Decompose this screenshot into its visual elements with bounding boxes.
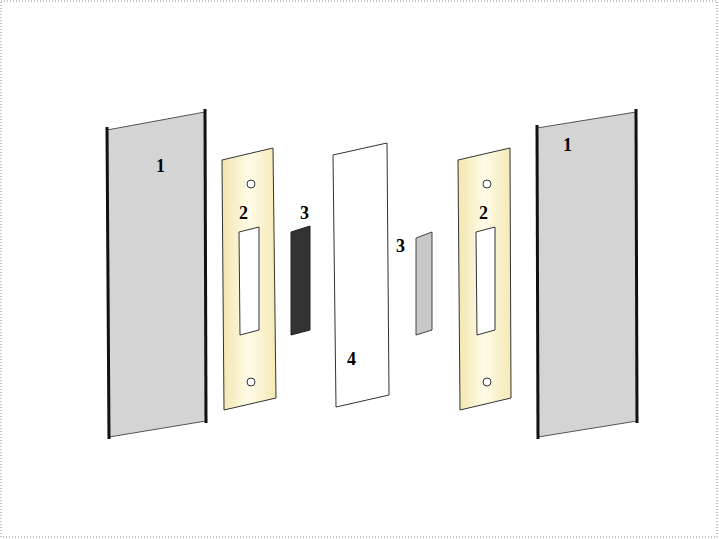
shim-piece xyxy=(291,226,310,335)
callout-number: 4 xyxy=(347,350,356,368)
spacer-plate xyxy=(333,143,389,407)
plate-edge xyxy=(636,109,637,423)
plate-edge xyxy=(537,125,538,439)
cover-plate xyxy=(107,112,206,437)
callout-number: 2 xyxy=(479,204,488,222)
screw-hole xyxy=(483,180,491,188)
screw-hole xyxy=(483,378,491,386)
strike-plate xyxy=(222,148,276,410)
screw-hole xyxy=(247,378,255,386)
latch-slot xyxy=(239,227,259,335)
strike-plate xyxy=(458,148,511,410)
callout-number: 3 xyxy=(396,237,405,255)
callout-number: 2 xyxy=(239,204,248,222)
callout-number: 1 xyxy=(156,157,165,175)
latch-slot xyxy=(476,227,495,335)
callout-number: 3 xyxy=(300,204,309,222)
shim-piece xyxy=(416,232,432,335)
screw-hole xyxy=(247,180,255,188)
plate-edge xyxy=(107,127,109,439)
cover-plate xyxy=(537,112,637,437)
callout-number: 1 xyxy=(563,136,572,154)
plate-edge xyxy=(205,109,206,423)
